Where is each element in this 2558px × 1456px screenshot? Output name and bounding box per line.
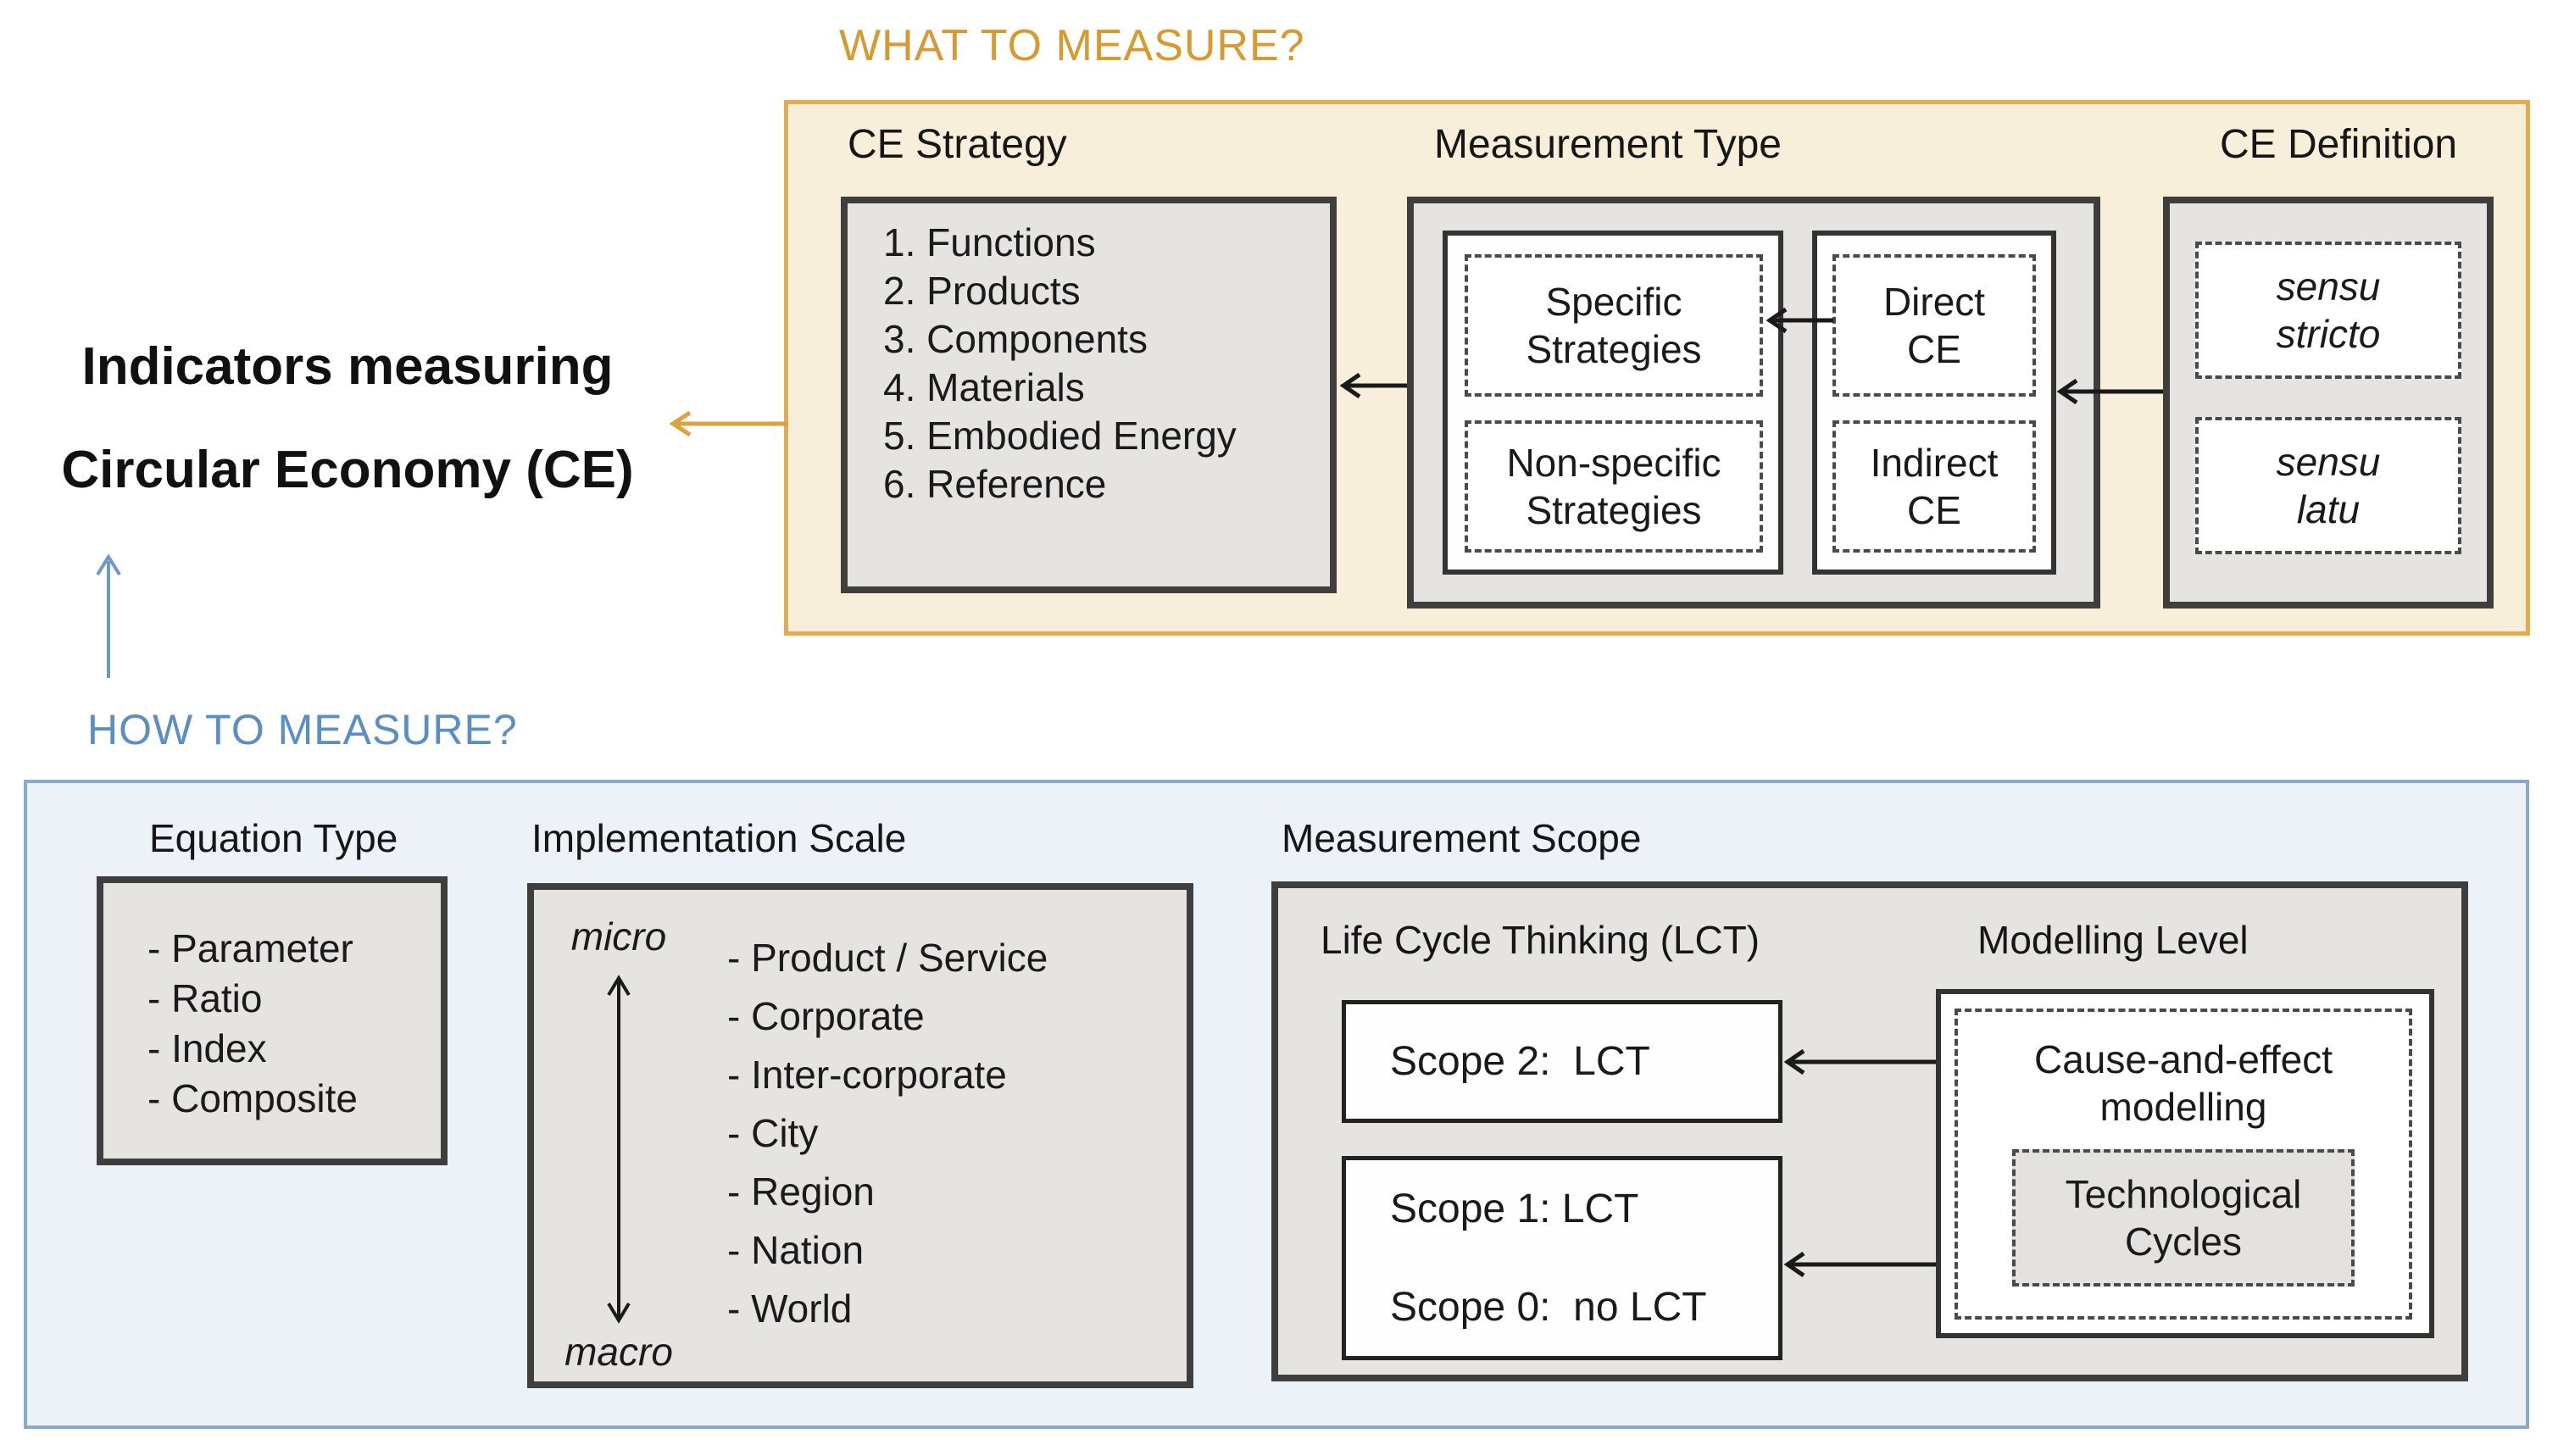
orange-left-arrow [669,410,788,437]
list-item: - World [727,1287,853,1331]
indirect-ce-box: Indirect CE [1832,420,2036,553]
micro-macro-double-arrow [607,975,631,1324]
micro-label: micro [570,914,667,959]
list-item: - Product / Service [727,936,1048,980]
cause-effect-box: Cause-and-effect modelling Technological… [1955,1009,2412,1320]
direct-ce-box: Direct CE [1832,254,2036,397]
list-item: 1. Functions [883,220,1096,264]
measurement-type-title: Measurement Type [1434,122,1782,167]
list-item: - Composite [147,1076,358,1120]
list-item: 6. Reference [883,462,1107,506]
modelling-level-title: Modelling Level [1977,918,2249,962]
modelling-to-scope2-arrow [1783,1048,1936,1075]
measurement-scope-title: Measurement Scope [1282,816,1642,860]
how-to-measure-label: HOW TO MEASURE? [87,706,518,753]
definition-to-measurement-arrow [2056,378,2163,405]
list-item: 4. Materials [883,365,1085,409]
implementation-scale-list: - Product / Service - Corporate - Inter-… [727,929,1048,1338]
list-item: 2. Products [883,269,1081,313]
equation-type-box: - Parameter - Ratio - Index - Composite [97,876,448,1165]
list-item: - Ratio [147,976,263,1020]
list-item: - Parameter [147,926,353,970]
list-item: - Corporate [727,994,925,1038]
macro-label: macro [564,1330,673,1374]
list-item: - Nation [727,1228,865,1272]
list-item: - Index [147,1026,267,1070]
scope1-scope0-box: Scope 1: LCT Scope 0: no LCT [1342,1156,1782,1360]
scope1-label: Scope 1: LCT [1390,1186,1639,1232]
blue-up-arrow [96,553,121,678]
cause-effect-label: Cause-and-effect modelling [2033,1037,2333,1129]
scope2-box: Scope 2: LCT [1342,1000,1782,1123]
ce-strategy-list: 1. Functions 2. Products 3. Components 4… [848,203,1330,508]
measurement-to-strategy-arrow [1339,372,1407,399]
list-item: - Region [727,1170,875,1214]
specific-strategies-box: Specific Strategies [1465,254,1763,397]
list-item: - City [727,1111,819,1155]
non-specific-strategies-box: Non-specific Strategies [1465,420,1763,553]
equation-type-title: Equation Type [149,816,398,860]
sensu-latu-box: sensu latu [2195,417,2461,554]
list-item: 3. Components [883,317,1148,361]
direct-to-specific-arrow [1766,307,1833,334]
sensu-stricto-box: sensu stricto [2195,242,2461,379]
scope0-label: Scope 0: no LCT [1390,1284,1707,1330]
modelling-to-scope1-arrow [1783,1251,1936,1278]
scope2-label: Scope 2: LCT [1390,1039,1650,1084]
ce-definition-title: CE Definition [2220,122,2458,167]
list-item: 5. Embodied Energy [883,414,1237,458]
equation-type-list: - Parameter - Ratio - Index - Composite [103,883,441,1124]
ce-strategy-box: 1. Functions 2. Products 3. Components 4… [841,197,1337,593]
list-item: - Inter-corporate [727,1053,1007,1097]
what-to-measure-label: WHAT TO MEASURE? [839,21,1305,70]
implementation-scale-title: Implementation Scale [531,816,907,860]
lct-title: Life Cycle Thinking (LCT) [1321,918,1760,962]
implementation-scale-box [527,883,1193,1388]
page-title: Indicators measuring Circular Economy (C… [61,337,634,499]
technological-cycles-box: Technological Cycles [2012,1149,2355,1287]
ce-strategy-title: CE Strategy [848,122,1067,167]
